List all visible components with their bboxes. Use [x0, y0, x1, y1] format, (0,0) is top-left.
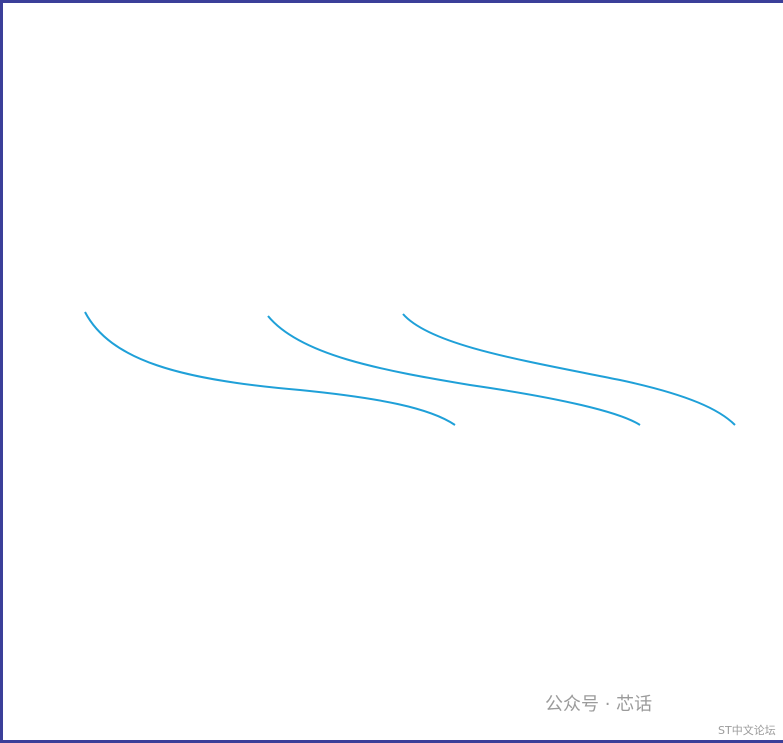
watermark-text: 公众号 · 芯话	[545, 694, 653, 715]
watermark: 公众号 · 芯话	[545, 690, 652, 716]
bottom-code-block: #defineADDR_FLASH_PAGE_246((uint32_t)0x0…	[3, 420, 783, 740]
watermark-sub: ST中文论坛	[718, 724, 776, 737]
top-code-block: #defineADDR_FLASH_PAGE_0((uint32_t)0x080…	[3, 3, 783, 313]
